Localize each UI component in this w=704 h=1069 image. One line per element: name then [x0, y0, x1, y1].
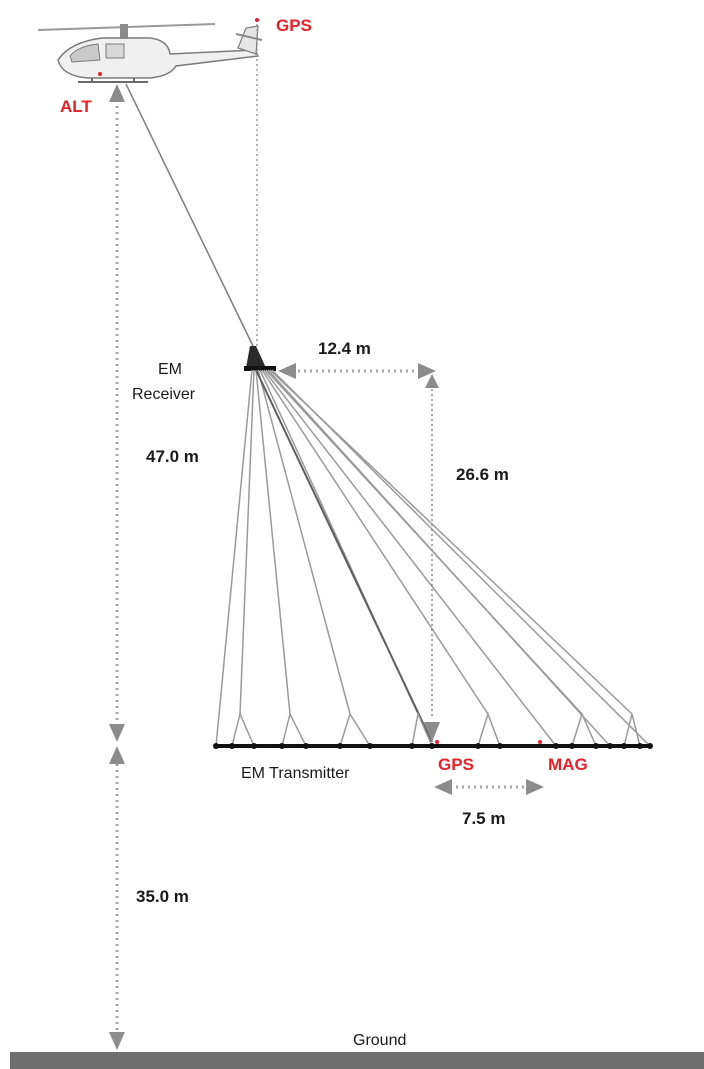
tow-cable	[125, 83, 254, 347]
mag-sensor-dot	[538, 740, 542, 744]
alt-sensor-dot	[98, 72, 102, 76]
gps-top-dot	[255, 18, 259, 22]
dim-35-0-label: 35.0 m	[136, 887, 189, 906]
helicopter-icon	[37, 23, 263, 83]
dimension-35-0	[109, 746, 125, 1050]
em-transmitter-label: EM Transmitter	[241, 765, 350, 782]
dim-7-5-label: 7.5 m	[462, 809, 505, 828]
em-receiver	[244, 346, 276, 371]
dim-47-0-label: 47.0 m	[146, 447, 199, 466]
em-receiver-label-line2: Receiver	[132, 386, 196, 403]
alt-label: ALT	[60, 97, 92, 116]
dimension-12-4	[278, 363, 436, 379]
dimension-47-0	[109, 84, 125, 742]
ground-bar	[10, 1052, 704, 1069]
em-transmitter-loop	[213, 743, 653, 749]
mag-label: MAG	[548, 755, 588, 774]
em-receiver-label-line1: EM	[158, 361, 182, 378]
dim-26-6-label: 26.6 m	[456, 465, 509, 484]
ground-label: Ground	[353, 1032, 406, 1049]
gps-bottom-label: GPS	[438, 755, 474, 774]
dim-12-4-label: 12.4 m	[318, 339, 371, 358]
dimension-26-6	[424, 374, 440, 742]
dimension-7-5	[434, 779, 544, 795]
gps-bottom-dot	[435, 740, 439, 744]
suspension-cables	[215, 369, 651, 747]
gps-top-label: GPS	[276, 16, 312, 35]
